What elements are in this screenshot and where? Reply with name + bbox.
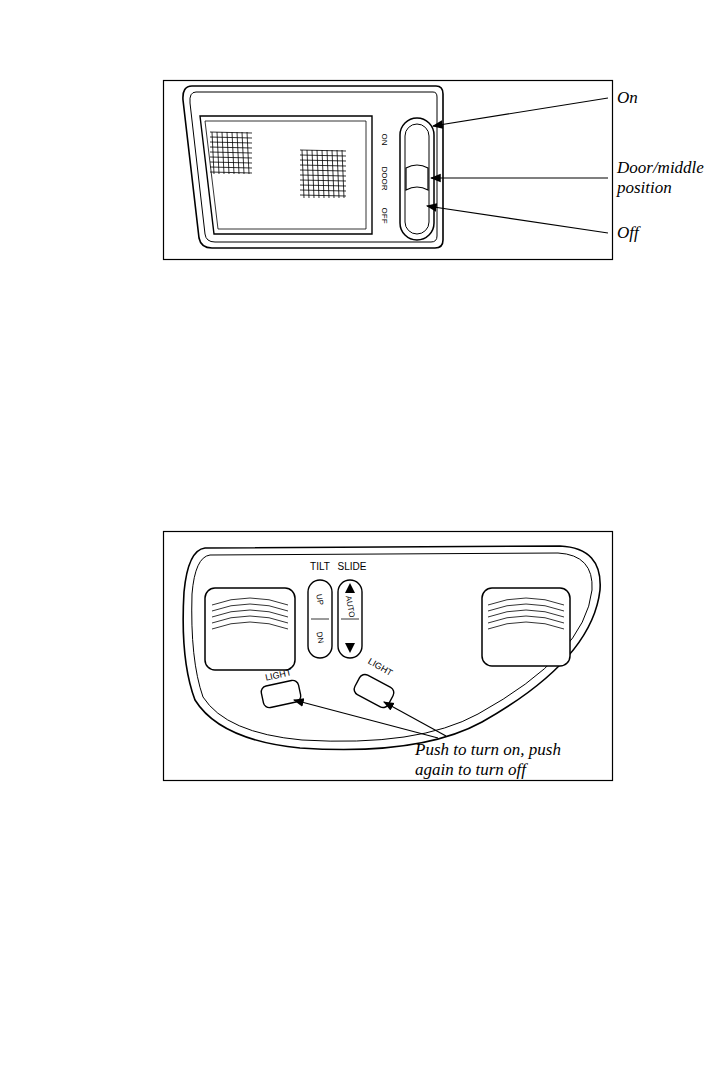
tilt-switch xyxy=(308,580,332,658)
switch-text: UP xyxy=(315,594,326,607)
leader-line xyxy=(384,702,446,736)
up-triangle xyxy=(345,583,355,593)
figure-frame xyxy=(164,81,613,260)
grid-stroke xyxy=(300,160,346,161)
switch-slider xyxy=(406,165,428,190)
map-lamp xyxy=(482,588,570,666)
switch-text: AUTO xyxy=(344,595,357,618)
switch-divider xyxy=(341,619,359,620)
switch-slot xyxy=(405,124,429,234)
switch-position-text: ON xyxy=(379,134,388,146)
button-text: LIGHT xyxy=(366,656,394,678)
lens-inner xyxy=(205,121,366,229)
callout-text: On xyxy=(617,88,638,108)
console-rim xyxy=(192,553,592,741)
grid-stroke xyxy=(210,167,252,168)
grid-stroke xyxy=(300,170,346,171)
grid-stroke xyxy=(210,152,252,153)
console-housing xyxy=(183,546,600,750)
lens-line xyxy=(212,622,288,629)
grid-stroke xyxy=(210,157,252,158)
lens xyxy=(200,116,372,234)
grid-stroke xyxy=(217,132,219,174)
grid-stroke xyxy=(307,150,309,198)
switch-position-text: DOOR xyxy=(379,167,388,191)
grid-stroke xyxy=(210,172,252,173)
switch-bezel xyxy=(400,118,434,240)
grid-stroke xyxy=(210,137,252,138)
grid-stroke xyxy=(210,142,252,143)
figure-frame xyxy=(164,532,613,781)
callout-text: Push to turn on, push again to turn off xyxy=(415,740,590,779)
lens-texture xyxy=(210,132,252,174)
leader-line xyxy=(433,98,608,126)
lens-texture xyxy=(300,150,346,198)
button-text: LIGHT xyxy=(264,667,292,683)
light-button xyxy=(260,679,302,708)
grid-stroke xyxy=(300,185,346,186)
slide-switch xyxy=(338,580,362,658)
housing-rim xyxy=(190,92,437,242)
switch-position-text: OFF xyxy=(379,208,388,224)
switch-text: DN xyxy=(314,632,325,645)
lamp-lens-lines xyxy=(212,598,564,629)
light-housing xyxy=(183,86,443,248)
switch-title: SLIDE xyxy=(338,561,367,573)
grid-stroke xyxy=(312,150,314,198)
switch-title: TILT xyxy=(310,561,330,573)
grid-stroke xyxy=(300,165,346,166)
callout-text: Off xyxy=(617,223,639,243)
grid-stroke xyxy=(210,132,252,133)
grid-stroke xyxy=(300,195,346,196)
callout-text: Door/middle position xyxy=(617,158,717,197)
leader-line xyxy=(294,700,438,738)
grid-stroke xyxy=(210,162,252,163)
grid-stroke xyxy=(210,147,252,148)
grid-stroke xyxy=(212,132,214,174)
light-button xyxy=(352,672,396,709)
grid-stroke xyxy=(300,180,346,181)
grid-stroke xyxy=(300,190,346,191)
down-triangle xyxy=(345,643,355,653)
grid-stroke xyxy=(300,175,346,176)
leader-line xyxy=(431,177,608,178)
grid-stroke xyxy=(300,150,346,151)
grid-stroke xyxy=(300,155,346,156)
switch-divider xyxy=(311,619,329,620)
grid-stroke xyxy=(302,150,304,198)
lens-line xyxy=(488,622,564,629)
leader-line xyxy=(427,206,608,233)
map-lamp xyxy=(205,588,295,670)
